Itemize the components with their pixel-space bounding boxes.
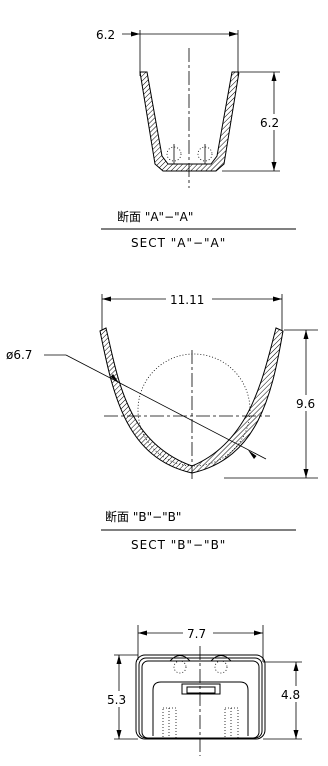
end-view-left-height-label: 5.3 [107, 693, 126, 707]
section-b-height-label: 9.6 [296, 397, 315, 411]
section-b-height-label-bg [294, 395, 324, 411]
end-view-width-arrow-left [138, 630, 147, 636]
section-b-diameter-leader [65, 354, 267, 460]
end-view-left-height-arrow-bottom [116, 730, 122, 739]
section-a-height-arrow-top [271, 72, 277, 81]
end-view-right-height-label-bg [280, 686, 310, 702]
end-view-dotted-circle-right [214, 660, 228, 674]
end-view-width-label: 7.7 [187, 627, 206, 641]
section-b-height-arrow-top [303, 330, 309, 339]
end-view-inner-housing [152, 681, 249, 736]
section-a-width-label: 6.2 [96, 28, 115, 42]
section-b-width-label-bg [166, 291, 212, 307]
section-a-height-label: 6.2 [260, 116, 279, 130]
end-view-top-bump-right [210, 655, 232, 662]
section-a-cup-wall [139, 71, 240, 172]
section-b-diameter-arrow-2 [248, 450, 257, 459]
end-view-center-slot [181, 683, 221, 695]
section-b-caption-jp: 断面 "B"−"B" [105, 509, 181, 524]
end-view-hidden-slot-left [162, 707, 177, 739]
end-view-top-bump-left [169, 655, 191, 662]
end-view-right-height-label: 4.8 [281, 688, 300, 702]
end-view-right-height-arrow-bottom [293, 730, 299, 739]
end-view-shell-2 [138, 657, 263, 739]
section-b-width-arrow-left [102, 296, 111, 302]
section-b-width-arrow-right [273, 296, 282, 302]
section-a-detail-left [166, 146, 182, 162]
end-view-width-label-bg [183, 625, 213, 641]
section-b-cup-wall [99, 327, 284, 474]
section-b-diameter-label: ø6.7 [6, 348, 32, 362]
end-view-hidden-slot-right [224, 707, 239, 739]
section-a-detail-right [197, 146, 213, 162]
end-view-left-height-label-bg [104, 691, 134, 707]
section-a-caption-jp: 断面 "A"−"A" [117, 209, 193, 224]
section-b-view: 11.11 ø6.7 9.6 断面 "B"−"B" SECT "B"−"B" [6, 291, 324, 552]
end-view-outer-shell [135, 654, 266, 740]
end-view-right-height-arrow-top [293, 662, 299, 671]
section-a-width-arrow-right [229, 31, 238, 37]
end-view-left-height-arrow-top [116, 655, 122, 664]
section-a-view: 6.2 6.2 断面 "A"−"A" SECT "A"−"A" [96, 28, 296, 250]
section-a-width-arrow-left [131, 31, 140, 37]
section-a-height-label-bg [256, 114, 290, 130]
section-b-width-label: 11.11 [170, 293, 204, 307]
end-view-center-slot-inner [186, 686, 216, 694]
section-b-height-arrow-bottom [303, 469, 309, 478]
end-view-width-arrow-right [254, 630, 263, 636]
section-a-height-arrow-bottom [271, 162, 277, 171]
section-a-caption-en: SECT "A"−"A" [131, 236, 226, 250]
end-view-shell-3 [141, 660, 260, 739]
section-b-caption-en: SECT "B"−"B" [131, 538, 226, 552]
section-b-diameter-arrow-1 [110, 374, 119, 383]
end-view: 7.7 5.3 4.8 [104, 625, 310, 756]
end-view-dotted-circle-left [173, 660, 187, 674]
